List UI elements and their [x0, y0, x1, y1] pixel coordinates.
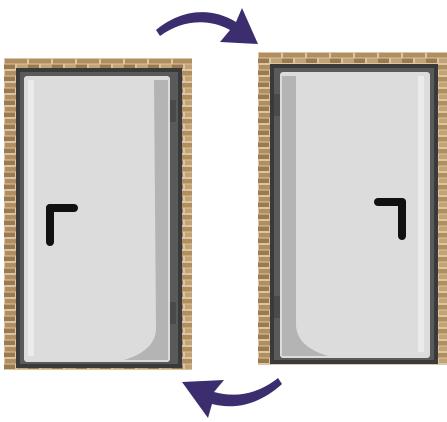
hinge-top — [170, 100, 176, 122]
right-door-panel — [258, 52, 447, 365]
door-highlight — [418, 76, 424, 352]
arrow-top-body — [156, 8, 258, 44]
hinge-top — [274, 94, 280, 116]
arrow-bottom-body — [182, 378, 282, 418]
door-highlight — [28, 80, 34, 356]
hinge-bottom — [170, 302, 176, 324]
curved-arrow-right-icon — [150, 0, 265, 52]
door-leaf — [280, 72, 430, 358]
left-door-panel — [4, 58, 192, 370]
curved-arrow-left-icon — [178, 374, 288, 422]
hinge-bottom — [274, 296, 280, 318]
door-leaf — [24, 76, 170, 362]
